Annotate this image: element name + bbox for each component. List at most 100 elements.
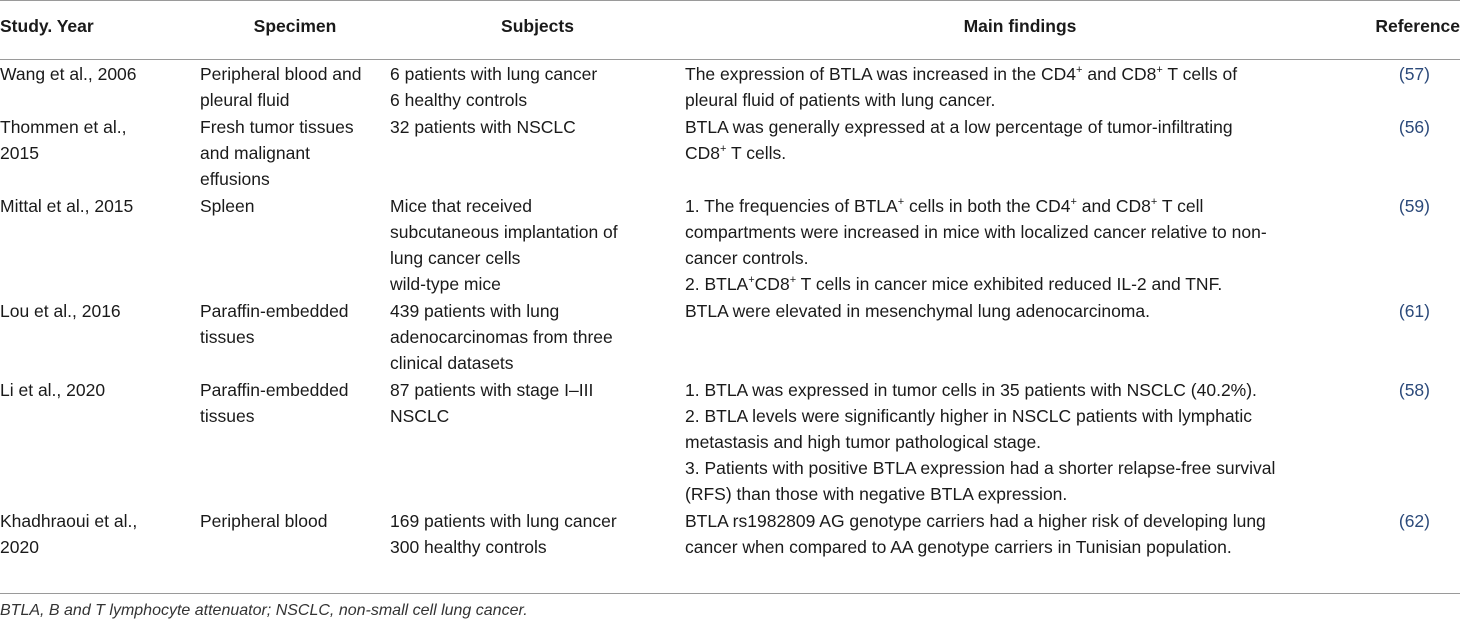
finding-text: 1. The frequencies of BTLA	[685, 196, 898, 216]
reference-link[interactable]: (57)	[1398, 64, 1430, 84]
cell-subjects-line: Mice that received	[390, 196, 533, 216]
finding-text: T cell	[1157, 196, 1204, 216]
superscript: +	[720, 143, 727, 156]
finding-text: 2. BTLA	[685, 274, 749, 294]
cell-reference: (62)	[1355, 507, 1460, 562]
cell-subjects-line: clinical datasets	[390, 353, 514, 373]
cell-subjects-line: subcutaneous implantation of	[390, 222, 618, 242]
reference-link[interactable]: (62)	[1398, 511, 1430, 531]
finding-line: BTLA rs1982809 AG genotype carriers had …	[685, 508, 1355, 534]
table-row: Mittal et al., 2015 Spleen Mice that recei…	[0, 192, 1460, 297]
cell-specimen-line: and malignant	[200, 143, 310, 163]
cell-specimen: Peripheral blood	[200, 507, 390, 562]
finding-line: The expression of BTLA was increased in …	[685, 61, 1355, 87]
finding-text: CD8	[685, 143, 721, 163]
table-row: Khadhraoui et al., 2020 Peripheral blood 16…	[0, 507, 1460, 562]
header-row: Study. Year Specimen Subjects Main findi…	[0, 0, 1460, 60]
finding-line: pleural fluid of patients with lung canc…	[685, 87, 1355, 113]
cell-subjects-line: 300 healthy controls	[390, 537, 547, 557]
finding-text: T cells of	[1162, 64, 1238, 84]
finding-text: T cells.	[726, 143, 787, 163]
header-study-year: Study. Year	[0, 0, 200, 60]
superscript: +	[1070, 196, 1077, 209]
cell-study-year: Li et al., 2020	[0, 376, 200, 507]
table-bottom-rule	[0, 593, 1460, 594]
reference-link[interactable]: (56)	[1398, 117, 1430, 137]
cell-specimen-line: tissues	[200, 406, 255, 426]
finding-line: cancer controls.	[685, 245, 1355, 271]
cell-reference: (59)	[1355, 192, 1460, 297]
finding-text: and CD8	[1076, 196, 1151, 216]
cell-reference: (61)	[1355, 297, 1460, 376]
cell-specimen: Spleen	[200, 192, 390, 297]
finding-text: cells in both the CD4	[904, 196, 1071, 216]
cell-specimen-line: tissues	[200, 327, 255, 347]
finding-text: T cells in cancer mice exhibited reduced…	[796, 274, 1223, 294]
cell-subjects-line: 32 patients with NSCLC	[390, 117, 576, 137]
cell-main-findings: BTLA was generally expressed at a low pe…	[685, 113, 1355, 192]
cell-study-year-line: Lou et al., 2016	[0, 301, 121, 321]
cell-subjects-line: adenocarcinomas from three	[390, 327, 613, 347]
finding-line: BTLA was generally expressed at a low pe…	[685, 114, 1355, 140]
cell-specimen-line: Spleen	[200, 196, 255, 216]
finding-text: (RFS) than those with negative BTLA expr…	[685, 484, 1068, 504]
finding-text: BTLA rs1982809 AG genotype carriers had …	[685, 511, 1266, 531]
cell-study-year-line: Thommen et al.,	[0, 117, 127, 137]
cell-study-year-line: 2020	[0, 537, 39, 557]
cell-study-year-line: Wang et al., 2006	[0, 64, 137, 84]
cell-main-findings: BTLA were elevated in mesenchymal lung a…	[685, 297, 1355, 376]
table-footnote: BTLA, B and T lymphocyte attenuator; NSC…	[0, 602, 528, 619]
cell-study-year-line: 2015	[0, 143, 39, 163]
finding-text: cancer when compared to AA genotype carr…	[685, 537, 1232, 557]
reference-link[interactable]: (59)	[1398, 196, 1430, 216]
cell-specimen-line: Peripheral blood	[200, 511, 328, 531]
finding-line: 2. BTLA levels were significantly higher…	[685, 403, 1355, 429]
cell-subjects: 439 patients with lung adenocarcinomas fr…	[390, 297, 685, 376]
studies-table: Study. Year Specimen Subjects Main findi…	[0, 0, 1460, 563]
cell-main-findings: The expression of BTLA was increased in …	[685, 60, 1355, 114]
cell-subjects-line: 169 patients with lung cancer	[390, 511, 617, 531]
finding-line: 1. BTLA was expressed in tumor cells in …	[685, 377, 1355, 403]
cell-subjects-line: 439 patients with lung	[390, 301, 560, 321]
reference-link[interactable]: (58)	[1398, 380, 1430, 400]
finding-line: CD8+ T cells.	[685, 140, 1355, 166]
cell-study-year: Lou et al., 2016	[0, 297, 200, 376]
cell-reference: (58)	[1355, 376, 1460, 507]
cell-study-year: Thommen et al., 2015	[0, 113, 200, 192]
finding-text: pleural fluid of patients with lung canc…	[685, 90, 996, 110]
finding-text: CD8	[754, 274, 790, 294]
cell-reference: (56)	[1355, 113, 1460, 192]
cell-subjects-line: 6 healthy controls	[390, 90, 528, 110]
cell-study-year-line: Khadhraoui et al.,	[0, 511, 138, 531]
cell-main-findings: 1. The frequencies of BTLA + cells in bot…	[685, 192, 1355, 297]
cell-specimen-line: Peripheral blood and	[200, 64, 362, 84]
cell-study-year: Khadhraoui et al., 2020	[0, 507, 200, 562]
finding-line: BTLA were elevated in mesenchymal lung a…	[685, 298, 1355, 324]
cell-specimen-line: pleural fluid	[200, 90, 290, 110]
header-main-findings: Main findings	[685, 0, 1355, 60]
cell-study-year: Mittal et al., 2015	[0, 192, 200, 297]
cell-study-year-line: Mittal et al., 2015	[0, 196, 134, 216]
cell-study-year-line: Li et al., 2020	[0, 380, 106, 400]
superscript: +	[748, 274, 755, 287]
table-body: Wang et al., 2006 Peripheral blood and ple…	[0, 60, 1460, 563]
cell-subjects-line: 87 patients with stage I–III	[390, 380, 594, 400]
cell-subjects-line: lung cancer cells	[390, 248, 521, 268]
finding-line: cancer when compared to AA genotype carr…	[685, 534, 1355, 560]
finding-text: 3. Patients with positive BTLA expressio…	[685, 458, 1276, 478]
cell-specimen: Peripheral blood and pleural fluid	[200, 60, 390, 114]
finding-text: BTLA was generally expressed at a low pe…	[685, 117, 1233, 137]
finding-text: metastasis and high tumor pathological s…	[685, 432, 1042, 452]
table-row: Wang et al., 2006 Peripheral blood and ple…	[0, 60, 1460, 114]
cell-main-findings: BTLA rs1982809 AG genotype carriers had …	[685, 507, 1355, 562]
reference-link[interactable]: (61)	[1398, 301, 1430, 321]
